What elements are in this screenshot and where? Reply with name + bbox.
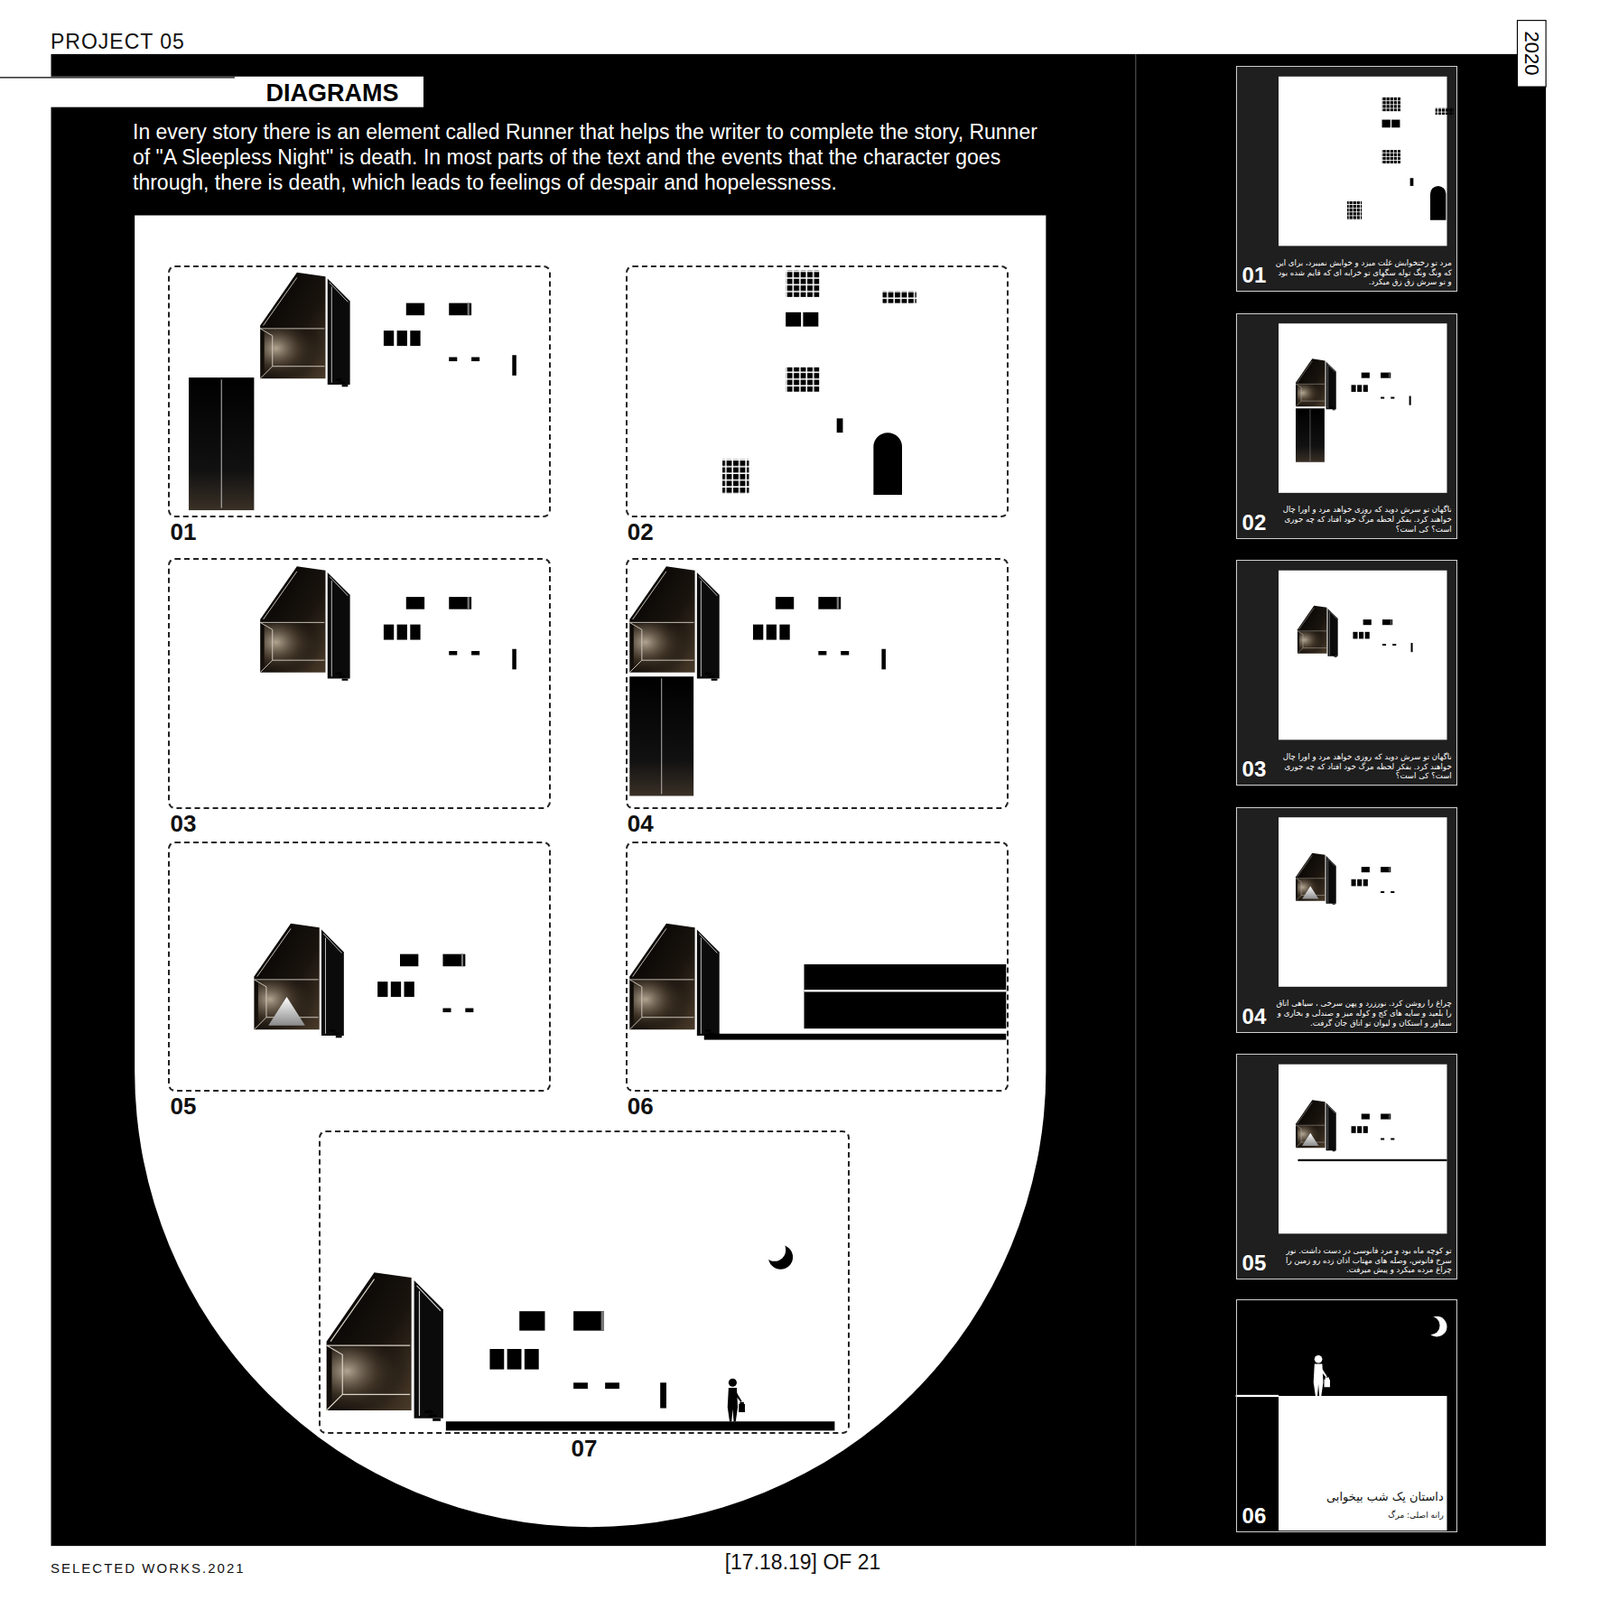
illustration-g (1236, 65, 1458, 1280)
illustration-use (326, 1272, 444, 1422)
illustration-rect (573, 1311, 605, 1331)
diagram-frame: 01 (167, 265, 551, 518)
illustration-rect (1236, 807, 1458, 1033)
illustration-rect (519, 1311, 545, 1331)
story-thumbnail: 03ناگهان تو سرش دوید که روزی خواهد مرد و… (1236, 559, 1458, 786)
diagram-frame: 05 (167, 841, 551, 1092)
illustration-use (1295, 1099, 1395, 1152)
story-excerpt: چراغ را روشن کرد. نورزرد و پهن سرخی ، سی… (1273, 998, 1452, 1028)
illustration-circle (762, 1238, 786, 1262)
illustration-rect (1516, 20, 1546, 87)
intro-paragraph: In every story there is an element calle… (132, 119, 1047, 196)
illustration-use (629, 923, 1006, 1041)
illustration-use (1295, 853, 1395, 905)
illustration-rect (1236, 1053, 1458, 1280)
illustration-path (134, 214, 1046, 1527)
illustration-circle (1421, 1316, 1440, 1335)
illustration-rect (1278, 570, 1447, 741)
illustration-rect (1278, 323, 1447, 494)
illustration-rect (604, 1382, 620, 1389)
thumbnail-number: 04 (1242, 1004, 1267, 1029)
story-thumbnail: 06 داستان یک شب بیخوابی رانه اصلی: مرگ (1236, 1299, 1458, 1534)
story-excerpt: تو کوچه ماه بود و مرد فانوسی در دست داشت… (1273, 1246, 1452, 1275)
illustration-rect (1236, 313, 1458, 540)
illustration-use (1347, 96, 1454, 221)
project-number: PROJECT 05 (50, 29, 186, 54)
diagram-frame: 03 (167, 558, 551, 810)
illustration-rect (1297, 1159, 1447, 1162)
diagram-frame: 02 (625, 265, 1009, 518)
diagram-frame: 06 (625, 841, 1009, 1092)
illustration-use (1295, 358, 1412, 462)
diagram-frame: 07 (318, 1130, 851, 1434)
frame-number: 03 (169, 810, 196, 837)
story-subtitle: رانه اصلی: مرگ (1387, 1509, 1443, 1521)
illustration-use (727, 1378, 745, 1422)
illustration-use (253, 923, 474, 1039)
story-thumbnail: 04چراغ را روشن کرد. نورزرد و پهن سرخی ، … (1236, 807, 1458, 1033)
illustration-rect (660, 1382, 667, 1408)
frame-number: 02 (627, 519, 654, 545)
illustration-rect (601, 1311, 605, 1331)
page-number: [17.18.19] OF 21 (725, 1549, 882, 1575)
frame-number: 06 (627, 1093, 654, 1119)
illustration-g (326, 1272, 444, 1422)
illustration-use (188, 272, 517, 511)
illustration-path (0, 76, 235, 78)
illustration-rect (573, 1382, 588, 1389)
story-thumbnail: 05تو کوچه ماه بود و مرد فانوسی در دست دا… (1236, 1053, 1458, 1280)
frame-number: 05 (169, 1093, 196, 1119)
story-excerpt: ناگهان تو سرش دوید که روزی خواهد مرد و ا… (1273, 752, 1452, 782)
illustration-rect (1236, 559, 1458, 786)
frame-number: 01 (169, 519, 196, 545)
thumbnail-number: 06 (1242, 1504, 1267, 1528)
illustration-rect (489, 1348, 504, 1370)
diagram-frame: 04 (625, 558, 1009, 810)
story-title: داستان یک شب بیخوابی (1326, 1489, 1444, 1505)
frame-number: 07 (571, 1435, 598, 1461)
illustration-rect (51, 54, 1547, 1546)
section-title: DIAGRAMS (241, 77, 423, 109)
illustration-rect (446, 1421, 836, 1431)
illustration-use (1313, 1355, 1331, 1396)
illustration-rect (1278, 817, 1447, 987)
story-thumbnail: 02ناگهان تو سرش دوید که روزی خواهد مرد و… (1236, 313, 1458, 540)
illustration-rect (1236, 65, 1458, 292)
illustration-rect (1278, 76, 1447, 247)
frame-number: 04 (627, 810, 654, 837)
illustration-path (1134, 54, 1136, 1546)
illustration-rect (1278, 1064, 1447, 1235)
thumbnail-number: 01 (1242, 263, 1267, 288)
thumbnail-number: 02 (1242, 511, 1267, 535)
illustration-rect (507, 1348, 522, 1370)
illustration-use (260, 566, 517, 681)
footer-note: SELECTED WORKS.2021 (50, 1560, 246, 1577)
story-thumbnail: 01مرد تو رختخوابش غلت میزد و خوابش نمیبر… (1236, 65, 1458, 292)
illustration-use (629, 566, 886, 796)
illustration-use (1297, 605, 1414, 658)
story-excerpt: مرد تو رختخوابش غلت میزد و خوابش نمیبرد،… (1273, 258, 1452, 288)
illustration-use (722, 269, 917, 495)
story-excerpt: ناگهان تو سرش دوید که روزی خواهد مرد و ا… (1273, 504, 1452, 534)
thumbnail-number: 03 (1242, 757, 1267, 782)
illustration-rect (1278, 1395, 1447, 1531)
illustration-g (1278, 76, 1447, 1235)
illustration-rect (524, 1348, 540, 1370)
thumbnail-number: 05 (1242, 1251, 1267, 1275)
year-tab: 2020 (1520, 31, 1543, 76)
illustration-rect (1236, 1395, 1279, 1397)
illustration-rect (1236, 1299, 1458, 1534)
